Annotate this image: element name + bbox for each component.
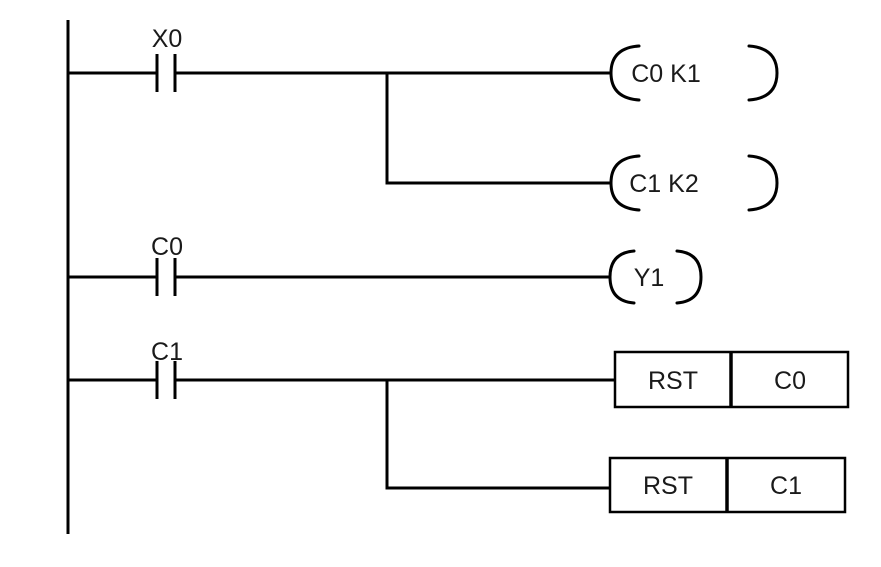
rst-box-c1: RST C1 [608, 456, 847, 514]
rung-1: X0 C0 K1 C1 K2 [68, 25, 779, 212]
coil-right-paren [747, 154, 779, 212]
branch-wire [385, 73, 611, 185]
no-contact-c0: C0 [151, 233, 183, 296]
contact-label: C0 [151, 233, 183, 261]
instruction-op: RST [643, 472, 693, 500]
instruction-op: RST [648, 367, 698, 395]
coil-label: C0 K1 [631, 60, 700, 88]
branch-wire [385, 380, 610, 490]
rst-box-c0: RST C0 [613, 350, 850, 409]
instruction-operand: C1 [770, 472, 802, 500]
coil-right-paren [675, 249, 703, 305]
no-contact-x0: X0 [152, 25, 183, 92]
contact-label: X0 [152, 25, 183, 53]
rung-3: C1 RST C0 RST C1 [68, 338, 850, 514]
rung-2: C0 Y1 [68, 233, 703, 305]
coil-right-paren [747, 44, 779, 102]
coil-left-paren [609, 44, 641, 102]
coil-c0-k1: C0 K1 [609, 44, 779, 102]
coil-label: C1 K2 [629, 170, 698, 198]
coil-label: Y1 [634, 264, 665, 292]
no-contact-c1: C1 [151, 338, 183, 399]
coil-left-paren [609, 154, 641, 212]
coil-y1: Y1 [608, 249, 703, 305]
contact-label: C1 [151, 338, 183, 366]
instruction-operand: C0 [774, 367, 806, 395]
coil-left-paren [608, 249, 636, 305]
coil-c1-k2: C1 K2 [609, 154, 779, 212]
